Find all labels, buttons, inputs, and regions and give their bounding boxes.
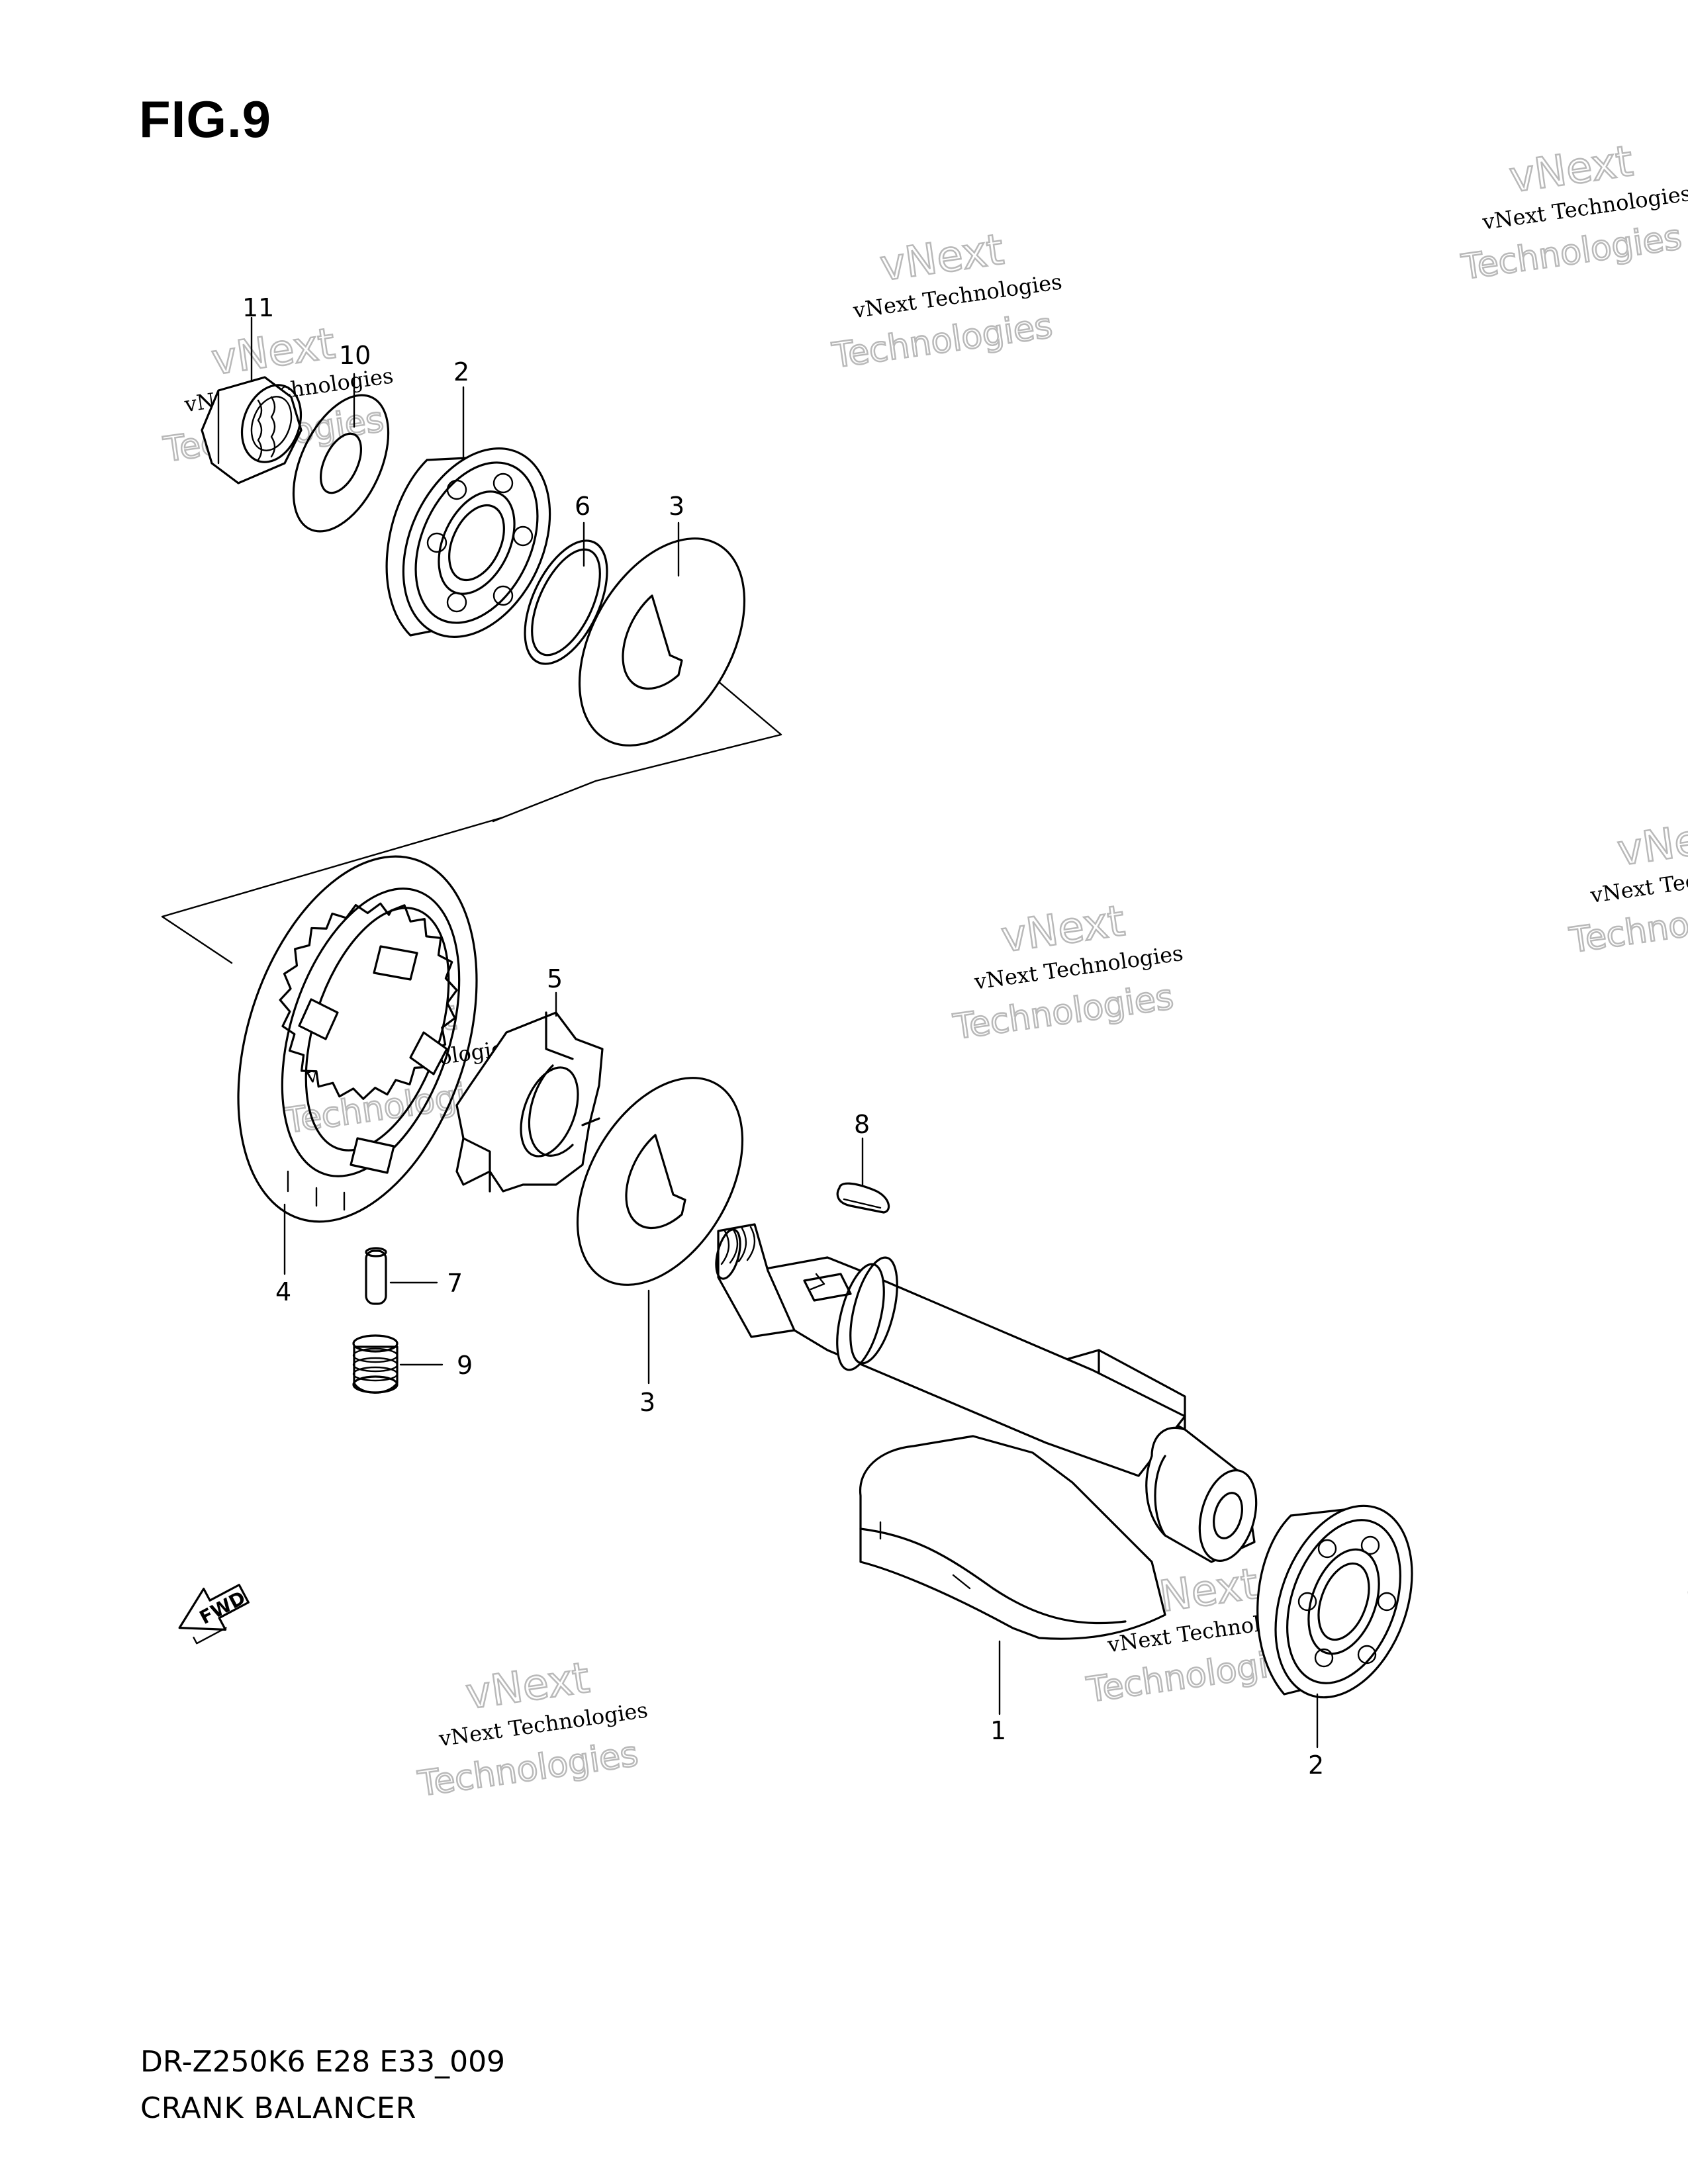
callout-3-bottom: 3 — [639, 1388, 655, 1417]
callout-1: 1 — [990, 1716, 1006, 1745]
watermark: vNext vNext Technologies Technologies — [1566, 809, 1688, 962]
part-washer-small — [292, 394, 390, 533]
callouts: 11 10 2 6 3 5 8 4 7 9 3 1 2 — [242, 293, 1324, 1780]
part-pin — [365, 1247, 387, 1305]
part-balancer-shaft — [715, 1223, 1258, 1640]
callout-10: 10 — [339, 341, 371, 370]
callout-3-top: 3 — [669, 492, 684, 521]
part-spring — [352, 1334, 399, 1394]
part-bearing-top — [385, 447, 551, 638]
watermark-line1: vNext — [1615, 810, 1688, 876]
model-code: DR-Z250K6 E28 E33_009 — [140, 2045, 506, 2079]
watermark: vNext vNext Technologies Technologies — [414, 1653, 649, 1805]
callout-9: 9 — [457, 1351, 473, 1380]
part-thrust-washer-top — [578, 537, 746, 747]
watermark: vNext vNext Technologies Technologies — [829, 224, 1064, 377]
leader-lines — [250, 316, 1319, 1749]
callout-2-top: 2 — [453, 357, 469, 387]
watermark: vNext vNext Technologies Technologies — [1458, 136, 1688, 289]
callout-8: 8 — [854, 1110, 870, 1139]
callout-6: 6 — [575, 492, 590, 521]
diagram-caption: CRANK BALANCER — [140, 2091, 417, 2125]
callout-11: 11 — [242, 293, 274, 322]
part-bearing-bottom — [1256, 1504, 1413, 1699]
figure-title: FIG.9 — [139, 90, 272, 148]
part-key — [836, 1182, 890, 1214]
part-balancer-gear — [237, 855, 478, 1223]
part-nut — [201, 376, 303, 484]
callout-4: 4 — [275, 1277, 291, 1306]
callout-2-bottom: 2 — [1308, 1751, 1324, 1780]
part-damper-hub — [455, 1011, 604, 1193]
fwd-arrow-icon: FWD — [178, 1584, 250, 1645]
assembly-guide-lines — [161, 660, 782, 964]
part-thrust-washer-bottom — [576, 1077, 744, 1286]
callout-7: 7 — [447, 1269, 463, 1298]
callout-5: 5 — [547, 964, 563, 993]
watermark: vNext vNext Technologies Technologies — [950, 896, 1185, 1048]
watermark: vNext vNext Technologies Technologies — [1686, 1555, 1688, 1627]
